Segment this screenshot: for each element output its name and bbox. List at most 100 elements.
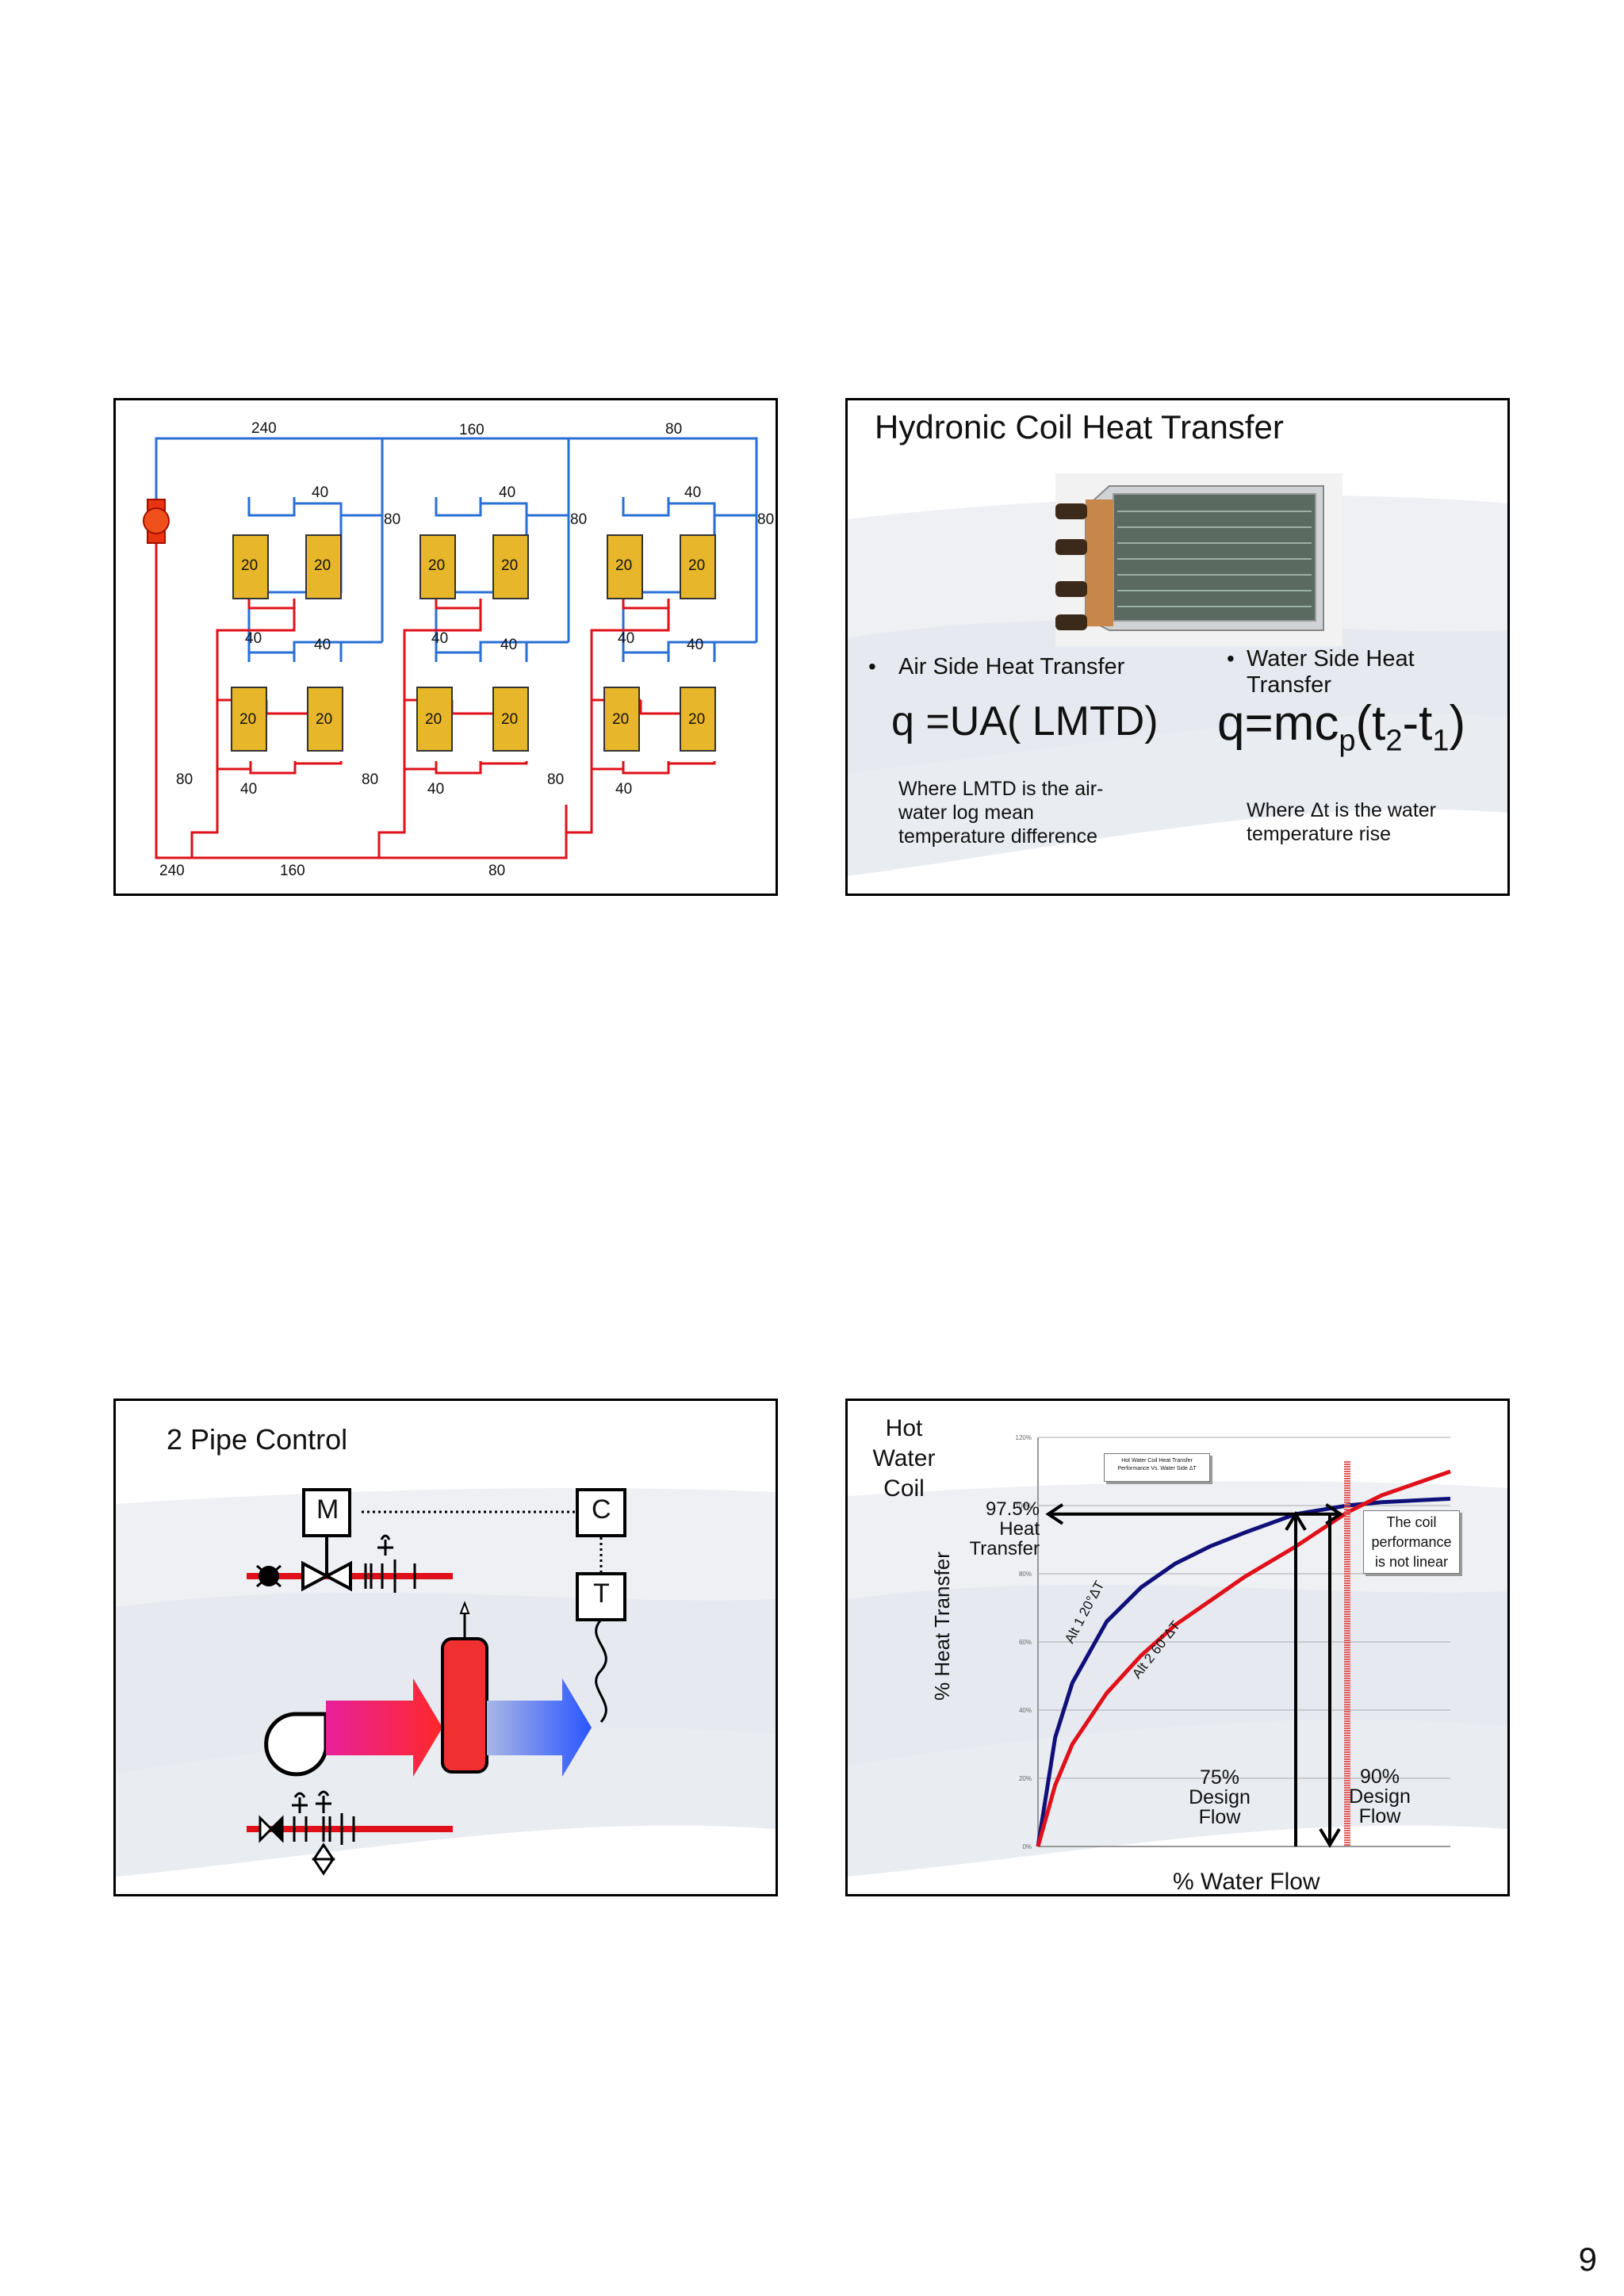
x-axis-label: % Water Flow (1173, 1869, 1320, 1895)
chart-caption: Hot Water Coil Heat Transfer Performance… (1104, 1453, 1210, 1482)
eq-sub: p (1339, 724, 1356, 758)
loop-label: 40 (499, 484, 516, 501)
riser-label-1: 80 (176, 771, 193, 788)
motor-label: M (316, 1494, 339, 1525)
heat-transfer-chart: 0%20%40%60%80%100%120% (1016, 1434, 1451, 1850)
unit-value: 20 (316, 711, 333, 728)
loop-label: 40 (245, 630, 262, 647)
unit-value: 20 (501, 711, 519, 728)
heat-transfer-arrowhead (1045, 1503, 1064, 1525)
caption-line: Hot Water Coil Heat Transfer (1121, 1458, 1193, 1464)
loop-label: 40 (431, 630, 449, 647)
loop-label: 40 (240, 781, 258, 798)
unit-value: 20 (425, 711, 442, 728)
terminal-units (231, 534, 716, 752)
page-number: 9 (1578, 2241, 1597, 2278)
unit-value: 20 (314, 557, 331, 574)
loop-label: 40 (427, 781, 445, 798)
loop-label: 40 (500, 637, 518, 653)
controller-label: C (592, 1494, 611, 1525)
air-side-note: Where LMTD is the air- water log mean te… (898, 777, 1103, 848)
slide-reverse-return-piping: 240 160 80 80 80 80 40 40 40 40 40 40 40… (113, 398, 778, 896)
flow-75-label: 75% Design Flow (1184, 1768, 1255, 1827)
heat-callout-line: Transfer (969, 1538, 1040, 1559)
loop-label: 40 (687, 637, 704, 653)
y-tick-label: 20% (1019, 1775, 1032, 1782)
callout-line: is not linear (1374, 1554, 1449, 1570)
water-note-line: Where Δt is the water (1247, 799, 1437, 821)
slide-hydronic-coil-heat-transfer: Hydronic Coil Heat Transfer • Air Side H… (845, 398, 1510, 896)
eq-sub: 1 (1432, 724, 1450, 758)
air-note-line: temperature difference (898, 825, 1098, 848)
control-valve-icon (301, 1560, 331, 1592)
y-tick-label: 60% (1019, 1639, 1032, 1646)
supply-label-80: 80 (665, 421, 683, 438)
water-side-note: Where Δt is the water temperature rise (1247, 798, 1436, 846)
slide-2-pipe-control: 2 Pipe Control (113, 1399, 778, 1896)
piping-diagram (143, 437, 758, 859)
supply-label-160: 160 (459, 422, 485, 438)
branch-label-3: 80 (757, 511, 775, 528)
fan-icon (264, 1712, 328, 1777)
chart-grid: 0%20%40%60%80%100%120% (1016, 1434, 1450, 1850)
air-note-line: water log mean (898, 802, 1034, 824)
callout-line: performance (1371, 1534, 1452, 1550)
unit-value: 20 (688, 711, 706, 728)
eq-sub: 2 (1385, 724, 1403, 758)
thermostat-label: T (593, 1578, 610, 1609)
branch-label-1: 80 (384, 511, 401, 528)
title-line: Hot (885, 1415, 923, 1441)
branch-label-2: 80 (570, 511, 588, 528)
unit-value: 20 (688, 557, 706, 574)
y-axis-label: % Heat Transfer (930, 1552, 954, 1701)
supply-piping (155, 437, 758, 662)
chart-annotations (1045, 1461, 1350, 1848)
y-tick-label: 100% (1016, 1502, 1032, 1510)
coil-callout: The coil performance is not linear (1363, 1510, 1460, 1574)
unit-value: 20 (241, 557, 259, 574)
water-side-equation: q=mcp(t2-t1) (1217, 695, 1465, 758)
loop-label: 40 (684, 484, 702, 501)
flow90-line: 90% (1359, 1766, 1400, 1788)
controller-box (576, 1488, 626, 1537)
water-title-line: Water Side Heat (1247, 646, 1415, 672)
water-title-line: Transfer (1247, 672, 1331, 698)
riser-label-2: 80 (362, 771, 379, 788)
slide-title: Hydronic Coil Heat Transfer (875, 408, 1284, 446)
return-label-240: 240 (159, 863, 185, 879)
caption-line: Performance Vs. Water Side ΔT (1117, 1466, 1197, 1471)
loop-label: 40 (618, 630, 635, 647)
hydronic-coil-image (1055, 473, 1342, 646)
title-line: Water (872, 1445, 936, 1471)
callout-line: The coil (1386, 1514, 1437, 1530)
riser-label-3: 80 (547, 771, 565, 788)
heat-callout-line: Heat (999, 1518, 1040, 1540)
flow90-line: Flow (1358, 1805, 1401, 1827)
flow75-line: Design (1189, 1786, 1251, 1808)
heat-callout-line: 97.5% (985, 1498, 1040, 1520)
bullet: • (868, 654, 876, 679)
flow-down-arrowhead (1319, 1827, 1341, 1848)
sensor-bulb-icon (595, 1618, 607, 1723)
water-note-line: temperature rise (1247, 823, 1392, 845)
y-tick-label: 0% (1022, 1843, 1032, 1850)
pump-icon (143, 499, 170, 544)
flow90-line: Design (1349, 1785, 1411, 1808)
thermostat-box (576, 1572, 626, 1621)
flow-90-label: 90% Design Flow (1344, 1767, 1415, 1827)
series-line-1 (1036, 1496, 1451, 1847)
chart-series (1036, 1469, 1451, 1847)
return-label-80: 80 (488, 863, 506, 879)
loop-label: 40 (615, 781, 633, 798)
series-line-2 (1036, 1469, 1451, 1847)
warm-air-arrow (326, 1678, 442, 1777)
flow75-line: Flow (1198, 1806, 1241, 1828)
slide-hot-water-coil-chart: Hot Water Coil 0%20%40%60%80%100%120% Ho… (845, 1399, 1510, 1896)
flow75-line: 75% (1199, 1766, 1240, 1789)
return-valves (259, 1790, 355, 1876)
unit-value: 20 (239, 711, 257, 728)
air-side-equation: q =UA( LMTD) (891, 698, 1159, 744)
eq-part: ) (1449, 696, 1466, 751)
air-side-title: Air Side Heat Transfer (898, 654, 1125, 679)
flow-75-arrowhead (1285, 1510, 1307, 1531)
